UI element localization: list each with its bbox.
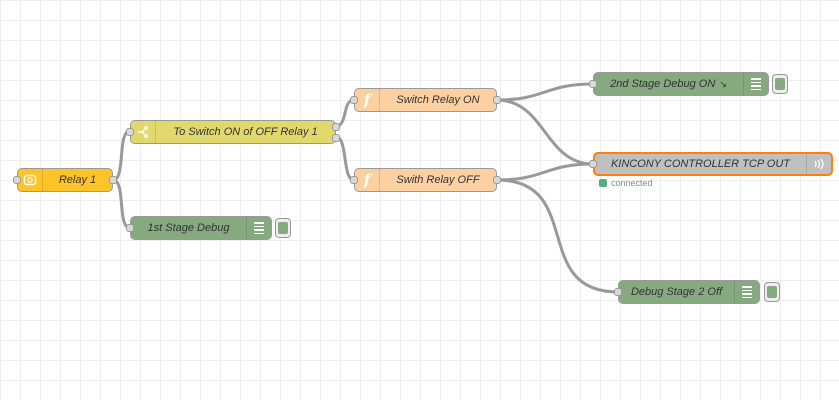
wire-relay1-debug1[interactable]	[112, 178, 131, 230]
wire-func-off-debug-off[interactable]	[496, 178, 619, 294]
debug1-node[interactable]: 1st Stage Debug	[126, 216, 272, 240]
function-icon: f	[355, 89, 380, 111]
debug-icon	[743, 73, 768, 95]
debug1-toggle-indicator	[278, 222, 288, 234]
switch-node[interactable]: To Switch ON of OFF Relay 1	[126, 120, 340, 144]
tcp-icon	[806, 154, 831, 174]
func-off-label: Swith Relay OFF	[396, 174, 480, 186]
tcp-out-status: connected	[599, 178, 653, 188]
function-icon: f	[355, 169, 380, 191]
debug-off-label: Debug Stage 2 Off	[630, 286, 723, 298]
filter-arrow-icon: ↘	[719, 78, 727, 89]
debug-off-input-port[interactable]	[614, 288, 622, 296]
debug-on-label: 2nd Stage Debug ON ↘	[610, 78, 727, 90]
debug1-toggle-button[interactable]	[275, 218, 291, 238]
debug-off-node[interactable]: Debug Stage 2 Off	[614, 280, 760, 304]
relay1-inject-node[interactable]: Relay 1	[13, 168, 117, 192]
debug1-input-port[interactable]	[126, 224, 134, 232]
switch-output-port-2[interactable]	[332, 134, 340, 142]
func-on-label: Switch Relay ON	[396, 94, 480, 106]
debug-on-toggle-indicator	[775, 78, 785, 90]
func-off-input-port[interactable]	[350, 176, 358, 184]
wire-relay1-switch[interactable]	[112, 129, 131, 182]
tcp-out-node[interactable]: KINCONY CONTROLLER TCP OUT	[589, 152, 833, 176]
wire-func-on-tcp[interactable]	[496, 98, 594, 166]
tcp-out-input-port[interactable]	[589, 160, 597, 168]
wire-func-on-debug-on[interactable]	[496, 82, 594, 102]
relay1-input-port[interactable]	[13, 176, 21, 184]
debug-icon	[246, 217, 271, 239]
inject-icon	[18, 169, 43, 191]
func-on-node[interactable]: f Switch Relay ON	[350, 88, 501, 112]
wire-switch-func-off[interactable]	[335, 135, 355, 182]
debug1-label: 1st Stage Debug	[147, 222, 230, 234]
debug-on-node[interactable]: 2nd Stage Debug ON ↘	[589, 72, 769, 96]
switch-input-port[interactable]	[126, 128, 134, 136]
func-on-input-port[interactable]	[350, 96, 358, 104]
tcp-out-label: KINCONY CONTROLLER TCP OUT	[610, 158, 791, 170]
relay1-output-port[interactable]	[109, 176, 117, 184]
func-off-node[interactable]: f Swith Relay OFF	[350, 168, 501, 192]
func-on-output-port[interactable]	[493, 96, 501, 104]
relay1-label: Relay 1	[58, 174, 97, 186]
wire-func-off-tcp[interactable]	[496, 162, 594, 182]
switch-node-label: To Switch ON of OFF Relay 1	[173, 126, 318, 138]
debug-off-toggle-button[interactable]	[764, 282, 780, 302]
tcp-out-status-text: connected	[611, 178, 653, 188]
func-off-output-port[interactable]	[493, 176, 501, 184]
debug-on-input-port[interactable]	[589, 80, 597, 88]
debug-on-toggle-button[interactable]	[772, 74, 788, 94]
switch-icon	[131, 121, 156, 143]
status-connected-indicator	[599, 179, 607, 187]
switch-output-port-1[interactable]	[332, 123, 340, 131]
debug-icon	[734, 281, 759, 303]
debug-off-toggle-indicator	[767, 286, 777, 298]
